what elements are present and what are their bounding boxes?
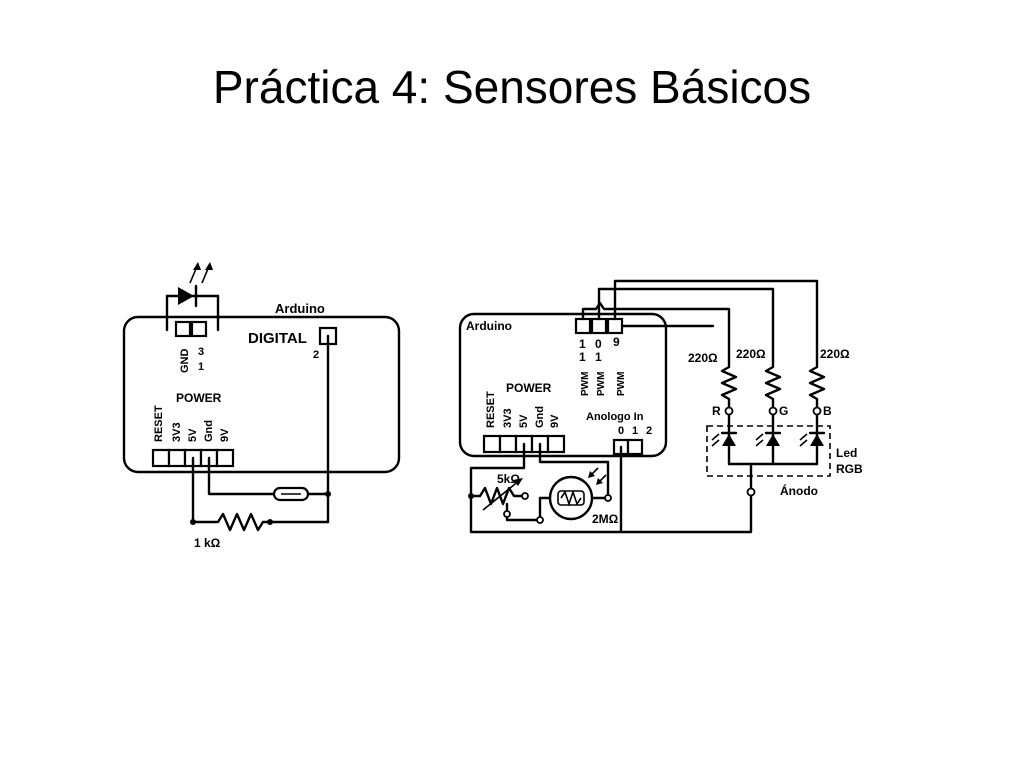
left-pin-1-label: 1 [198, 361, 204, 373]
right-analog-pin-2: 2 [646, 425, 652, 437]
left-circuit: Arduino DIGITAL 2 GND 3 1 POWER RESET 3V… [122, 262, 401, 550]
left-pin-2-label: 2 [313, 349, 319, 361]
right-power-pin-gnd: Gnd [534, 406, 546, 428]
left-power-pin-9v: 9V [219, 428, 231, 442]
right-digital-header-row2-1: 1 [579, 350, 586, 364]
left-power-pin-reset: RESET [153, 405, 165, 442]
right-rgb-leds [711, 413, 826, 466]
right-arduino-board [458, 312, 668, 458]
right-resistor-g [764, 360, 782, 412]
left-power-label: POWER [176, 391, 222, 405]
right-power-pin-9v: 9V [549, 414, 561, 428]
right-rgb-label: RGB [836, 462, 863, 476]
right-resistor-label-2: 220Ω [736, 347, 766, 361]
right-pot-label: 5kΩ [497, 472, 520, 486]
right-digital-header [574, 317, 624, 335]
right-ldr-label: 2MΩ [592, 512, 619, 526]
left-gnd-pin [174, 320, 192, 338]
right-digital-header-1: 1 [579, 337, 586, 351]
right-potentiometer [469, 486, 526, 506]
right-wire-pot-wiper [505, 496, 552, 522]
left-gnd-label: GND [179, 349, 191, 374]
right-resistor-r [720, 360, 738, 412]
right-pwm-label-1: PWM [580, 372, 591, 396]
right-channel-r: R [712, 404, 721, 418]
right-wire-gnd-ldr [538, 442, 610, 498]
right-anode-label: Ánodo [780, 483, 818, 498]
right-analog-header [612, 438, 644, 456]
left-resistor-label: 1 kΩ [194, 536, 221, 550]
right-pwm-label-2: PWM [596, 372, 607, 396]
left-resistor [191, 512, 330, 532]
right-power-header [482, 434, 566, 454]
right-channel-g: G [779, 404, 788, 418]
slide-title: Práctica 4: Sensores Básicos [212, 61, 812, 113]
right-wire-g [597, 287, 775, 364]
left-power-pin-gnd: Gnd [203, 420, 215, 442]
right-led-label: Led [836, 446, 857, 460]
left-power-pin-5v: 5V [187, 428, 199, 442]
right-resistor-label-1: 220Ω [688, 351, 718, 365]
right-wire-b [613, 279, 819, 364]
left-led-icon [165, 262, 220, 332]
right-digital-header-row2-2: 1 [595, 350, 602, 364]
right-rgb-led-box [706, 425, 831, 477]
left-arduino-label: Arduino [275, 301, 325, 316]
right-power-pin-reset: RESET [485, 391, 497, 428]
left-pin-3 [190, 320, 208, 338]
right-resistor-label-3: 220Ω [820, 347, 850, 361]
right-analog-label: Anologo In [586, 411, 644, 423]
right-channel-b: B [823, 404, 832, 418]
left-wire-gnd [207, 456, 276, 496]
right-pwm-label-3: PWM [616, 372, 627, 396]
left-pin-3-label: 3 [198, 346, 204, 358]
right-digital-header-9: 9 [613, 335, 620, 349]
right-resistor-b [808, 360, 826, 412]
right-digital-header-0: 0 [595, 337, 602, 351]
right-power-pin-5v: 5V [518, 414, 530, 428]
right-wire-anode [469, 462, 753, 534]
left-arduino-board [122, 315, 401, 474]
right-arduino-label: Arduino [466, 319, 512, 333]
right-power-label: POWER [506, 381, 552, 395]
right-analog-pin-0: 0 [618, 425, 624, 437]
right-circuit: Arduino 1 0 9 1 1 PWM PWM PWM 220Ω 220Ω … [458, 279, 863, 534]
left-power-header [151, 448, 235, 468]
right-wire-5v [469, 442, 526, 498]
right-power-pin-3v3: 3V3 [502, 408, 514, 428]
right-analog-pin-1: 1 [632, 425, 638, 437]
left-power-pin-3v3: 3V3 [171, 422, 183, 442]
left-digital-label: DIGITAL [248, 330, 307, 347]
